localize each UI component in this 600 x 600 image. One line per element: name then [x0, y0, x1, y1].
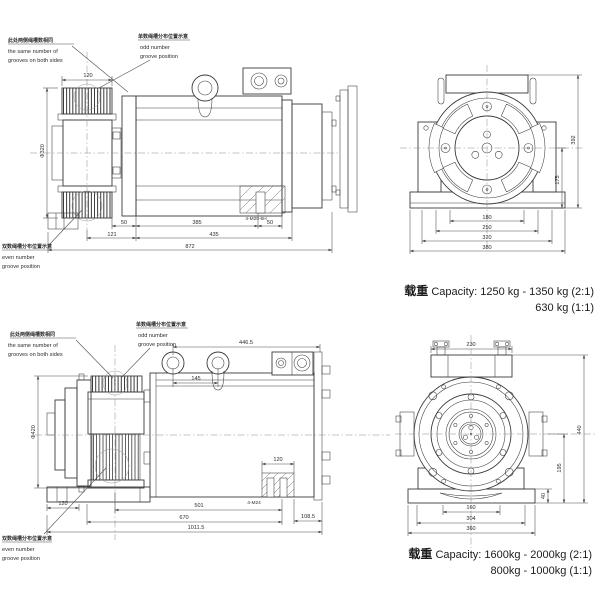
dim-axis-height: 195	[557, 463, 563, 472]
dim-foot-span: 670	[179, 515, 188, 521]
thread-spec-label: 4-M20-6H	[245, 216, 267, 222]
lower-junction-box	[271, 351, 314, 376]
brake-release-rod-left	[437, 77, 445, 105]
dim-sheave-diameter: Φ320	[40, 144, 46, 158]
lower-traction-sheave	[87, 370, 145, 489]
dim-base-w2: 304	[466, 516, 475, 522]
lower-front-top-bracket	[430, 340, 513, 378]
upper-notes: 此处两侧绳槽数相同 the same number of grooves on …	[2, 33, 190, 270]
note-same-grooves-cn: 此处两侧绳槽数相同	[10, 331, 55, 338]
groove-detail-circle-bottom	[94, 448, 130, 484]
upper-capacity-note: 载重 Capacity: 1250 kg - 1350 kg (2:1) 630…	[404, 283, 594, 317]
dim-eye-gap: 145	[191, 376, 200, 382]
note-odd-cn: 单数绳槽分布位置示意	[136, 321, 186, 328]
upper-lifting-eye	[191, 74, 219, 118]
lower-lifting-eyes	[161, 351, 230, 391]
note-odd-en2: groove position	[140, 54, 178, 60]
lower-brake-end	[46, 373, 92, 493]
note-even-en2: groove position	[2, 556, 40, 562]
upper-capacity-line2: 630 kg (1:1)	[535, 301, 594, 314]
note-same-grooves-en1: the same number of	[8, 343, 58, 349]
upper-capacity-line1: 载重 Capacity: 1250 kg - 1350 kg (2:1)	[404, 284, 594, 298]
dim-sheave-to-foot: 501	[194, 503, 203, 509]
note-same-grooves-en2: grooves on both sides	[8, 352, 63, 358]
dim-frame-length: 385	[192, 220, 201, 226]
note-even-cn: 双数绳槽分布位置示意	[2, 535, 52, 542]
upper-foot-boss	[239, 185, 286, 214]
thread-spec-label: 4-M24	[247, 500, 261, 506]
dim-foot-right-width: 120	[273, 457, 282, 463]
dim-offset-left: 50	[121, 220, 127, 226]
lower-side-dimensions: 446.5 145 Φ420 120 120 501 4-M24 670 108…	[31, 340, 323, 535]
upper-side-dimensions: 120 Φ320 50 385 50 4-M20-6H 121 435 872	[40, 73, 333, 253]
lower-side-view	[35, 345, 390, 540]
lower-notes: 此处两侧绳槽数相同 the same number of grooves on …	[2, 321, 188, 562]
dim-sheave-diameter: Φ420	[31, 425, 37, 439]
lower-foot-boss	[261, 472, 295, 498]
note-odd-cn: 单数绳槽分布位置示意	[138, 33, 188, 40]
note-odd-en2: groove position	[138, 342, 176, 348]
capacity-cn-label: 载重	[408, 547, 433, 561]
dim-sheave-to-frame: 121	[107, 232, 116, 238]
upper-traction-sheave	[57, 83, 122, 222]
upper-junction-box	[242, 67, 292, 95]
dim-base-w1: 160	[466, 505, 475, 511]
lower-front-view	[395, 335, 595, 548]
dim-total-height: 392	[571, 135, 577, 144]
dim-base-w1: 180	[482, 215, 491, 221]
lifting-lug-left	[432, 340, 450, 348]
dim-base-w3: 360	[466, 526, 475, 532]
lower-capacity-line1: 载重 Capacity: 1600kg - 2000kg (2:1)	[408, 547, 592, 561]
dim-base-w2: 250	[482, 225, 491, 231]
dim-top-width: 230	[466, 342, 475, 348]
dim-top-length: 446.5	[239, 340, 253, 346]
lower-front-side-plates	[395, 411, 548, 457]
dim-end-offset: 108.5	[301, 514, 315, 520]
dim-foot-left-width: 120	[58, 501, 67, 507]
note-even-en1: even number	[2, 547, 35, 553]
dim-axis-height: 175	[555, 175, 561, 184]
dim-total-length: 872	[185, 244, 194, 250]
upper-left-foot	[47, 212, 79, 230]
note-even-cn: 双数绳槽分布位置示意	[2, 243, 52, 250]
lower-front-dimensions: 230 440 195 40 160 304 360	[407, 342, 588, 536]
dim-base-height: 40	[541, 493, 547, 499]
lower-capacity-line2: 800kg - 1000kg (1:1)	[490, 564, 592, 577]
note-odd-en1: odd number	[140, 45, 170, 51]
dim-offset-right: 50	[267, 220, 273, 226]
lower-mounting-flange	[313, 351, 323, 501]
note-same-grooves-cn: 此处两侧绳槽数相同	[8, 37, 53, 44]
upper-front-view	[400, 65, 585, 250]
lifting-lug-right	[493, 340, 511, 348]
lower-capacity-note: 载重 Capacity: 1600kg - 2000kg (2:1) 800kg…	[408, 546, 592, 580]
note-even-en1: even number	[2, 255, 35, 261]
dim-total-length: 1011.5	[188, 525, 205, 531]
dim-base-w4: 380	[482, 245, 491, 251]
note-odd-en1: odd number	[138, 333, 168, 339]
note-same-grooves-en2: grooves on both sides	[8, 58, 63, 64]
capacity-c n-label: 载重	[404, 284, 429, 298]
note-same-grooves-en1: the same number of	[8, 49, 58, 55]
upper-brake-end	[281, 99, 337, 213]
dim-frame-to-end: 435	[209, 232, 218, 238]
note-even-en2: groove position	[2, 264, 40, 270]
upper-front-dimensions: 392 175 180 250 320 380	[409, 74, 582, 254]
dim-groove-width: 120	[83, 73, 92, 79]
upper-flange-plate	[335, 85, 358, 213]
lower-left-foot	[46, 486, 151, 503]
brake-release-rod-right	[529, 77, 537, 105]
dim-total-height: 440	[577, 425, 583, 434]
dim-base-w3: 320	[482, 235, 491, 241]
upper-side-view	[30, 52, 358, 230]
